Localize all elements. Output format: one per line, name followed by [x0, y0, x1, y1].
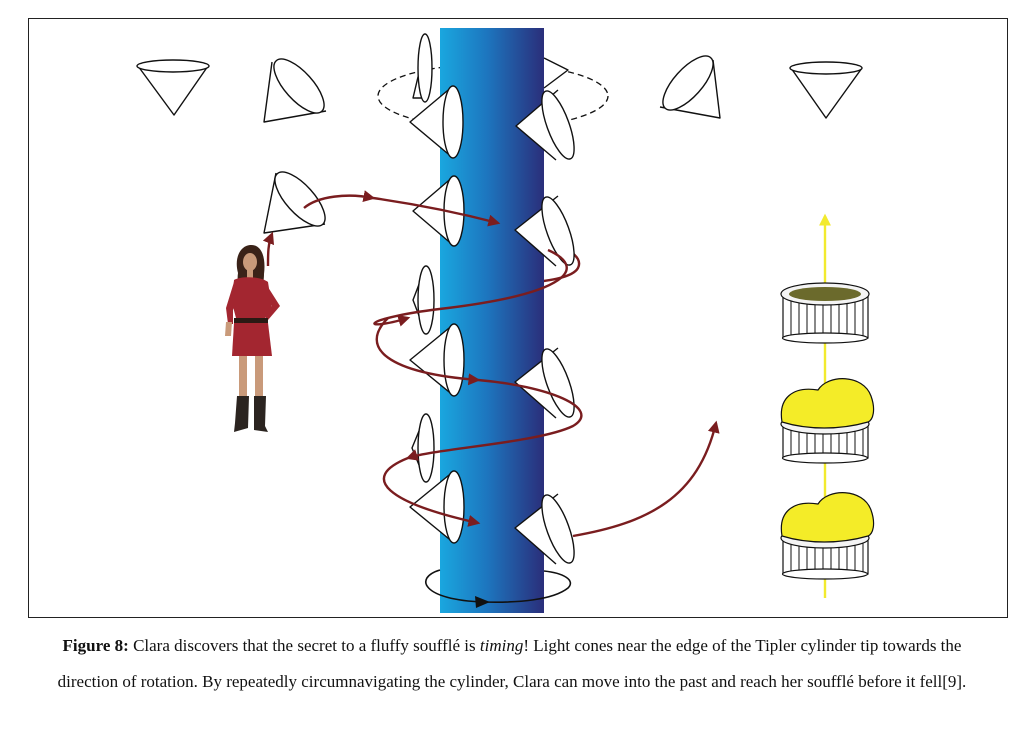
rotation-arrow: [425, 569, 572, 603]
light-cone-cyl-r3: [514, 195, 575, 267]
light-cone-cyl-l7: [409, 470, 465, 544]
light-cone-cyl-r1: [543, 57, 569, 89]
worldline-arc-1: [303, 190, 376, 209]
worldline-loop-4: [382, 456, 481, 527]
light-cone-cyl-r5: [514, 493, 575, 565]
clara-figure: [225, 244, 280, 432]
light-cone-cyl-l4: [412, 265, 435, 335]
light-cone-far-right: [789, 61, 863, 119]
caption-text-before: Clara discovers that the secret to a flu…: [128, 636, 480, 655]
light-cone-tilted-left-top: [263, 58, 327, 123]
tipler-cylinder-diagram: [28, 18, 1008, 618]
worldline-loop-3: [405, 378, 583, 461]
caption-emphasis: timing: [479, 636, 524, 655]
light-cone-cyl-l3: [412, 175, 465, 247]
light-cone-cyl-l6: [411, 413, 435, 483]
caption-text-after: ! Light cones near the edge of the Tiple…: [57, 636, 967, 691]
light-cone-cyl-r2: [515, 89, 575, 161]
worldline-start: [262, 231, 275, 267]
worldline-arc-2: [372, 196, 501, 227]
worldline-loop-2: [375, 317, 481, 386]
caption-label: Figure 8:: [62, 636, 129, 655]
light-cone-far-left: [136, 59, 210, 116]
rotation-arrow-head: [475, 596, 490, 608]
figure-caption: Figure 8: Clara discovers that the secre…: [40, 628, 984, 700]
light-cone-cyl-l1: [412, 33, 433, 103]
light-cone-tilted-left-mid: [263, 171, 326, 234]
souffle-risen-1: [780, 378, 875, 464]
souffle-fallen: [780, 282, 870, 344]
souffle-risen-2: [780, 492, 875, 580]
worldline-loop-1: [373, 248, 568, 327]
light-cone-tilted-right-top: [659, 55, 721, 119]
worldline-exit: [572, 420, 720, 538]
light-cone-cyl-l2: [409, 85, 464, 159]
